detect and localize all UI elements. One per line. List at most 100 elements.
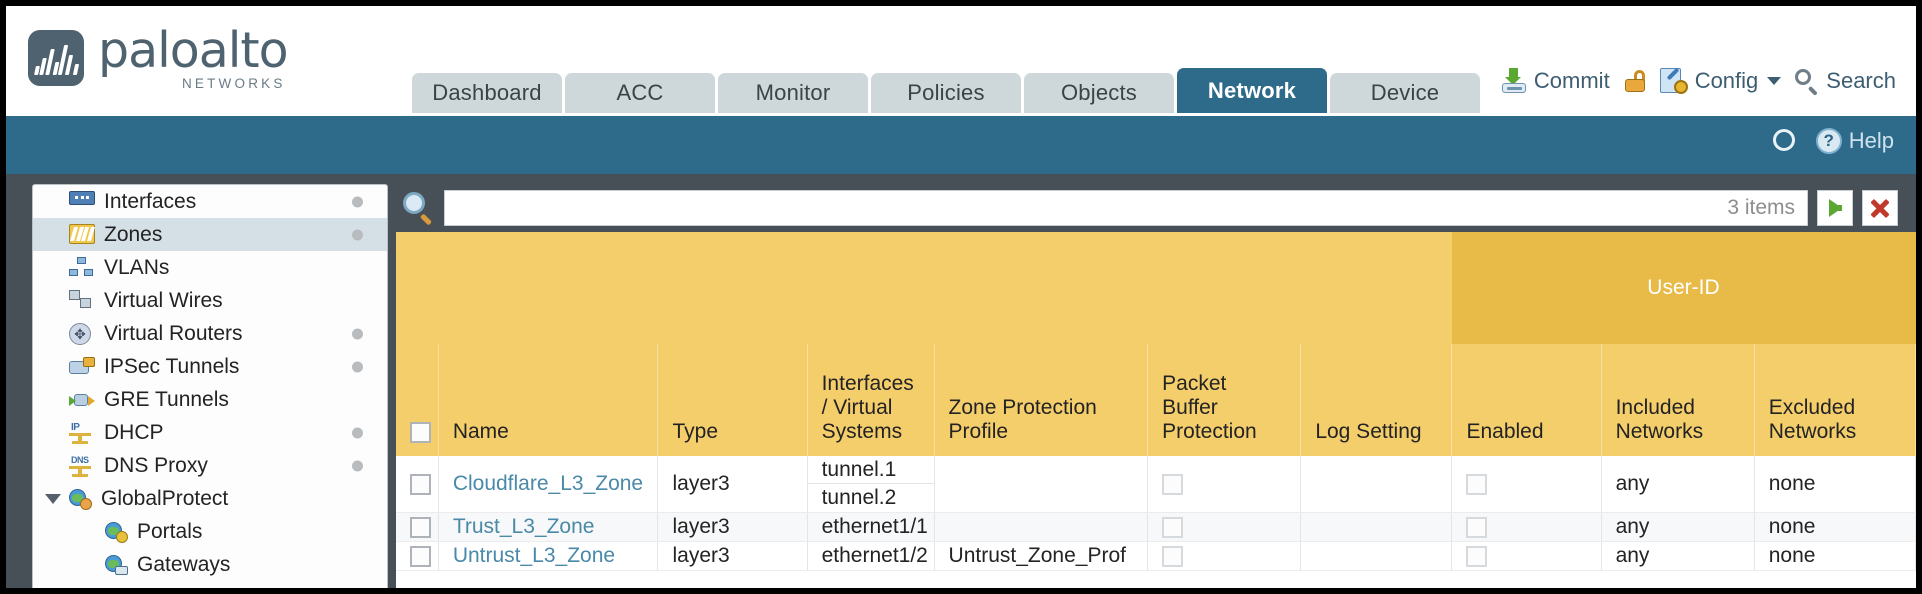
red-x-icon	[1870, 198, 1890, 218]
cell-zone-protection-profile: Untrust_Zone_Prof	[934, 541, 1149, 571]
zones-icon	[69, 223, 95, 246]
apply-filter-button[interactable]	[1817, 190, 1853, 226]
table-group-header-row: User-ID	[396, 232, 1916, 344]
select-all-checkbox[interactable]	[410, 421, 431, 443]
col-header-included-networks[interactable]: Included Networks	[1601, 344, 1755, 456]
col-header-packet-buffer-protection[interactable]: Packet Buffer Protection	[1147, 344, 1302, 456]
sidebar-item-gre-tunnels[interactable]: GRE Tunnels	[33, 383, 387, 416]
tab-acc[interactable]: ACC	[565, 73, 715, 113]
tab-policies[interactable]: Policies	[871, 73, 1021, 113]
status-dot	[352, 229, 363, 240]
userid-enabled-checkbox[interactable]	[1466, 473, 1488, 495]
zone-name-link[interactable]: Cloudflare_L3_Zone	[452, 472, 644, 495]
virtual-wires-icon	[69, 289, 95, 312]
brand-subtitle: NETWORKS	[181, 76, 286, 91]
tab-network[interactable]: Network	[1177, 68, 1327, 113]
row-checkbox[interactable]	[410, 545, 431, 567]
col-header-enabled[interactable]: Enabled	[1451, 344, 1602, 456]
sidebar-item-label: GlobalProtect	[101, 486, 229, 510]
status-dot	[352, 328, 363, 339]
cell-zone-protection-profile	[934, 512, 1149, 542]
cell-type: layer3	[657, 512, 808, 542]
refresh-icon[interactable]	[1772, 128, 1798, 154]
sidebar-item-label: Gateways	[137, 552, 231, 576]
commit-label: Commit	[1533, 68, 1610, 93]
sidebar-item-ipsec-tunnels[interactable]: IPSec Tunnels	[33, 350, 387, 383]
col-header-zone-protection-profile[interactable]: Zone Protection Profile	[934, 344, 1149, 456]
packet-buffer-protection-checkbox[interactable]	[1162, 516, 1184, 538]
sidebar-item-portals[interactable]: Portals	[33, 515, 387, 548]
config-menu[interactable]: Config	[1659, 67, 1782, 94]
zone-name-link[interactable]: Trust_L3_Zone	[452, 515, 595, 538]
logo: paloalto NETWORKS	[28, 26, 289, 91]
sidebar-item-interfaces[interactable]: Interfaces	[33, 185, 387, 218]
sidebar-item-label: Portals	[137, 519, 203, 543]
cell-packet-buffer-protection	[1147, 541, 1302, 571]
table-row[interactable]: Trust_L3_Zone layer3 ethernet1/1	[396, 512, 1916, 542]
zones-table-container: User-ID Name Type Interfaces / Virtual S…	[396, 232, 1916, 588]
row-checkbox[interactable]	[410, 516, 431, 538]
chevron-down-icon	[1767, 77, 1782, 85]
commit-button[interactable]: Commit	[1501, 68, 1610, 94]
help-button[interactable]: ? Help	[1815, 128, 1894, 154]
cell-excluded-networks: none	[1754, 456, 1916, 513]
table-row[interactable]: Untrust_L3_Zone layer3 ethernet1/2 Untru…	[396, 541, 1916, 571]
sidebar-item-label: DHCP	[104, 420, 164, 444]
tab-dashboard[interactable]: Dashboard	[412, 73, 562, 113]
gateways-icon	[105, 554, 128, 576]
config-icon	[1659, 67, 1688, 94]
packet-buffer-protection-checkbox[interactable]	[1162, 545, 1184, 567]
zones-panel: 3 items User-ID	[396, 184, 1916, 588]
packet-buffer-protection-checkbox[interactable]	[1162, 473, 1184, 495]
cell-included-networks: any	[1601, 512, 1755, 542]
col-header-excluded-networks[interactable]: Excluded Networks	[1754, 344, 1916, 456]
tab-objects[interactable]: Objects	[1024, 73, 1174, 113]
sidebar-item-virtual-routers[interactable]: ✥ Virtual Routers	[33, 317, 387, 350]
status-dot	[352, 460, 363, 471]
search-button[interactable]: Search	[1795, 68, 1896, 96]
sidebar-item-label: IPSec Tunnels	[104, 354, 240, 378]
table-header-row: Name Type Interfaces / Virtual Systems Z…	[396, 344, 1916, 456]
userid-enabled-checkbox[interactable]	[1466, 516, 1488, 538]
help-label: Help	[1848, 128, 1894, 153]
col-header-interfaces[interactable]: Interfaces / Virtual Systems	[807, 344, 935, 456]
zone-name-link[interactable]: Untrust_L3_Zone	[452, 544, 616, 567]
sidebar-item-globalprotect[interactable]: GlobalProtect	[33, 482, 387, 515]
sidebar-item-label: Zones	[104, 222, 163, 246]
table-row[interactable]: Cloudflare_L3_Zone layer3 tunnel.1 tunne…	[396, 456, 1916, 513]
sidebar-item-dhcp[interactable]: IP DHCP	[33, 416, 387, 449]
row-checkbox[interactable]	[410, 473, 431, 495]
sidebar-item-label: GRE Tunnels	[104, 387, 229, 411]
col-header-log-setting[interactable]: Log Setting	[1300, 344, 1453, 456]
sidebar-item-label: Interfaces	[104, 189, 197, 213]
cell-name: Untrust_L3_Zone	[438, 541, 659, 571]
sidebar-item-zones[interactable]: Zones	[33, 218, 387, 251]
interface-item: ethernet1/1	[821, 515, 928, 538]
col-header-name[interactable]: Name	[438, 344, 659, 456]
row-select-cell	[396, 512, 439, 542]
paloalto-waveform-icon	[28, 30, 84, 87]
cell-name: Cloudflare_L3_Zone	[438, 456, 659, 513]
status-dot	[352, 361, 363, 372]
filter-input[interactable]: 3 items	[444, 190, 1808, 226]
sidebar-item-vlans[interactable]: VLANs	[33, 251, 387, 284]
row-select-cell	[396, 541, 439, 571]
col-header-type[interactable]: Type	[657, 344, 808, 456]
sidebar-item-gateways[interactable]: Gateways	[33, 548, 387, 581]
interfaces-icon	[69, 190, 95, 213]
sidebar-item-virtual-wires[interactable]: Virtual Wires	[33, 284, 387, 317]
sidebar-item-dns-proxy[interactable]: DNS DNS Proxy	[33, 449, 387, 482]
clear-filter-button[interactable]	[1862, 190, 1898, 226]
userid-enabled-checkbox[interactable]	[1466, 545, 1488, 567]
lock-icon[interactable]	[1624, 68, 1646, 94]
cell-excluded-networks: none	[1754, 541, 1916, 571]
group-header-userid: User-ID	[1451, 232, 1916, 344]
cell-interfaces: tunnel.1 tunnel.2	[807, 456, 935, 513]
tab-device[interactable]: Device	[1330, 73, 1480, 113]
virtual-routers-icon: ✥	[69, 322, 95, 345]
row-select-cell	[396, 456, 439, 513]
expander-triangle-icon[interactable]	[45, 493, 61, 504]
tab-monitor[interactable]: Monitor	[718, 73, 868, 113]
commit-icon	[1501, 68, 1527, 94]
